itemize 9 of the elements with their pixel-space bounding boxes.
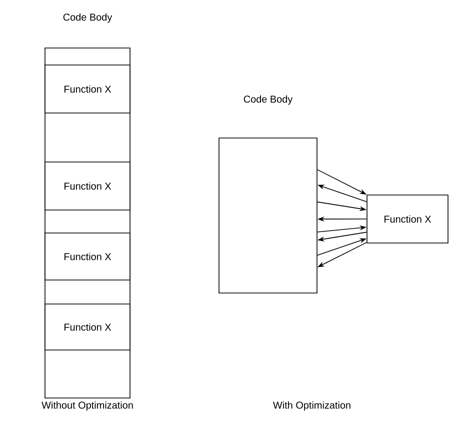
function-box: Function X <box>366 194 448 244</box>
function-box: Function X <box>44 232 130 280</box>
box-heading: Code Body <box>63 13 112 23</box>
box-heading: Code Body <box>244 95 293 105</box>
caption-label: With Optimization <box>273 401 350 411</box>
function-box: Function X <box>44 304 130 350</box>
function-box: Function X <box>44 162 130 210</box>
caption-label: Without Optimization <box>42 401 133 411</box>
function-box: Function X <box>44 64 130 114</box>
